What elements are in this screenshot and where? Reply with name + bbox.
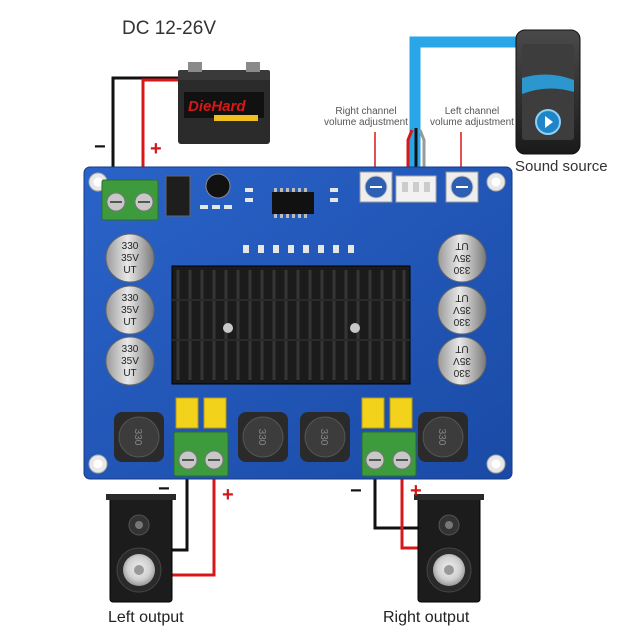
svg-text:UT: UT (123, 317, 136, 328)
svg-text:330: 330 (453, 367, 470, 378)
audio-input-connector (395, 175, 437, 203)
svg-text:UT: UT (123, 265, 136, 276)
svg-text:330: 330 (132, 429, 143, 446)
svg-text:35V: 35V (453, 252, 471, 263)
svg-text:330: 330 (122, 344, 139, 355)
power-terminal (101, 179, 159, 221)
right-output-label: Right output (383, 609, 470, 626)
left-volume-label-line1: Left channel (444, 106, 500, 117)
amplifier-board: 330 35V UT 330 35V UT 330 35V UT 330 35V… (83, 166, 513, 480)
inductor-1: 330 (114, 412, 164, 462)
inductor-3: 330 (300, 412, 350, 462)
small-capacitor (205, 173, 231, 199)
svg-text:UT: UT (455, 292, 468, 303)
svg-text:35V: 35V (121, 356, 139, 367)
power-plus-sign: + (150, 138, 162, 160)
inductor-2: 330 (238, 412, 288, 462)
battery-red-wire (141, 78, 195, 200)
capacitor-right-3: 330 35V UT (437, 336, 487, 386)
battery-black-wire (111, 76, 182, 200)
film-capacitors-left (175, 397, 227, 429)
capacitor-left-2: 330 35V UT (105, 285, 155, 335)
ic-chip (272, 188, 314, 218)
svg-text:330: 330 (453, 264, 470, 275)
smd-components (200, 188, 354, 253)
svg-text:UT: UT (455, 343, 468, 354)
svg-text:35V: 35V (453, 355, 471, 366)
capacitor-right-1: 330 35V UT (437, 233, 487, 283)
battery: DieHard (178, 62, 270, 144)
svg-text:330: 330 (436, 429, 447, 446)
left-output-red-wire (165, 465, 216, 577)
sound-source-label: Sound source (515, 158, 608, 175)
right-output-red-wire (400, 465, 420, 550)
svg-text:UT: UT (455, 240, 468, 251)
power-minus-sign: − (94, 136, 106, 158)
svg-text:35V: 35V (453, 304, 471, 315)
right-output-minus-sign: − (350, 480, 362, 502)
left-output-minus-sign: − (158, 478, 170, 500)
left-volume-knob (445, 171, 479, 203)
svg-text:330: 330 (122, 241, 139, 252)
left-output-label: Left output (108, 609, 184, 626)
right-output-plus-sign: + (410, 480, 422, 502)
diode (165, 175, 191, 217)
svg-text:330: 330 (318, 429, 329, 446)
capacitor-left-1: 330 35V UT (105, 233, 155, 283)
right-output-black-wire (373, 465, 420, 530)
left-volume-label: Left channel volume adjustment (424, 106, 520, 128)
sound-source-device (515, 29, 581, 155)
svg-text:UT: UT (123, 368, 136, 379)
svg-text:330: 330 (256, 429, 267, 446)
svg-text:35V: 35V (121, 305, 139, 316)
capacitor-right-2: 330 35V UT (437, 285, 487, 335)
inductor-4: 330 (418, 412, 468, 462)
left-volume-label-line2: volume adjustment (430, 117, 514, 128)
right-speaker (414, 494, 484, 603)
battery-brand-label: DieHard (188, 98, 246, 115)
heatsink (171, 265, 411, 385)
film-capacitors-right (361, 397, 413, 429)
svg-text:330: 330 (122, 293, 139, 304)
capacitor-left-3: 330 35V UT (105, 336, 155, 386)
right-output-terminal (361, 431, 417, 477)
right-volume-label: Right channel volume adjustment (318, 106, 414, 128)
left-speaker (106, 494, 176, 603)
power-supply-label: DC 12-26V (122, 18, 216, 39)
svg-text:330: 330 (453, 316, 470, 327)
right-volume-label-line1: Right channel (335, 106, 397, 117)
left-output-terminal (173, 431, 229, 477)
left-output-plus-sign: + (222, 484, 234, 506)
right-volume-knob (359, 171, 393, 203)
svg-text:35V: 35V (121, 253, 139, 264)
right-volume-label-line2: volume adjustment (324, 117, 408, 128)
